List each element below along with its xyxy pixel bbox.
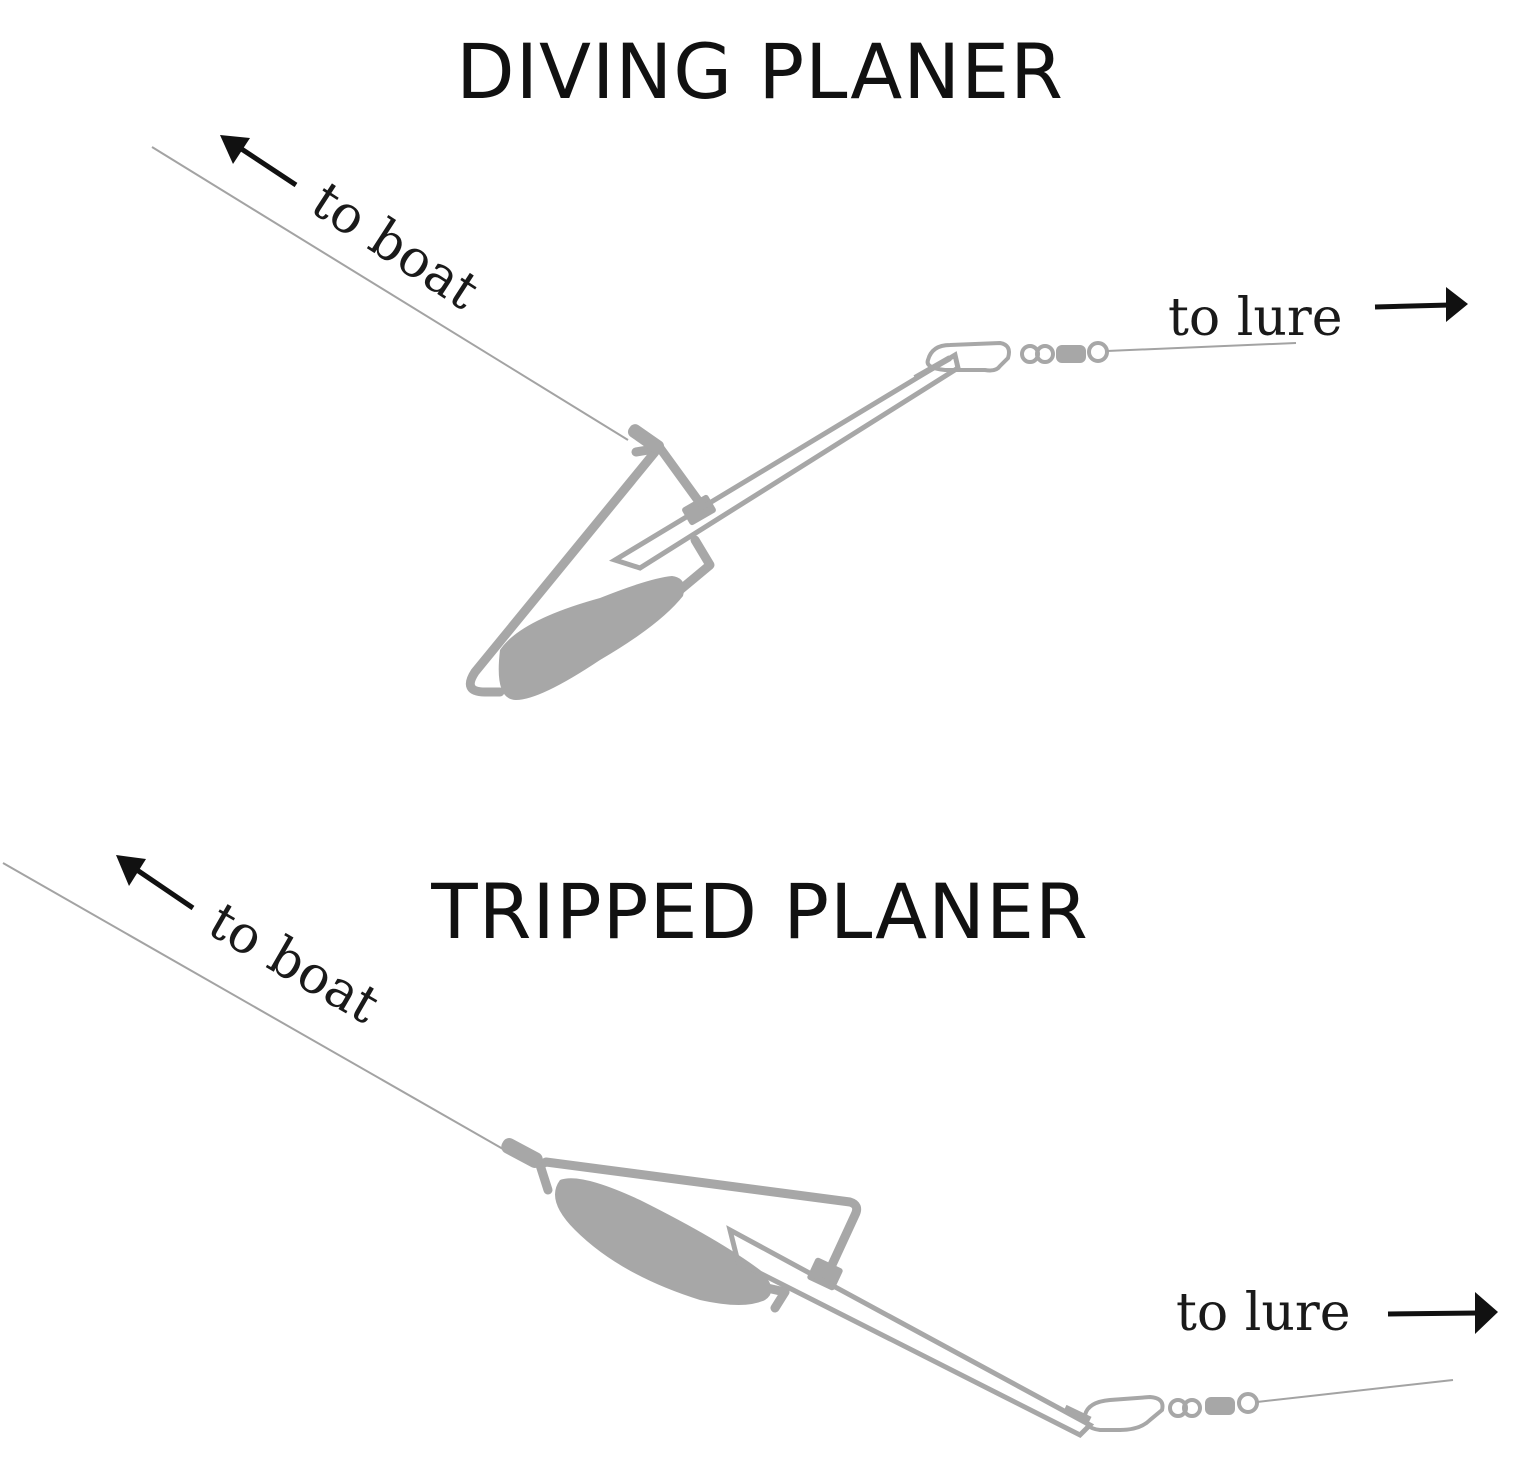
diving-boat-line bbox=[151, 146, 629, 441]
diving-lure-label: to lure bbox=[1168, 288, 1342, 348]
diving-snap-swivel bbox=[925, 340, 1109, 373]
diving-planer-body bbox=[465, 424, 716, 700]
diving-lure-line bbox=[1106, 342, 1297, 352]
tripped-planer-title: TRIPPED PLANER bbox=[430, 867, 1089, 956]
tripped-boat-label: to boat bbox=[199, 891, 389, 1036]
tripped-planer-section: TRIPPED PLANER to boat bbox=[2, 855, 1498, 1439]
tripped-lure-label: to lure bbox=[1176, 1283, 1350, 1343]
tripped-boat-arrow bbox=[116, 855, 195, 911]
tripped-lure-arrow bbox=[1387, 1292, 1498, 1334]
diving-lure-arrow bbox=[1374, 287, 1468, 322]
diving-planer-title: DIVING PLANER bbox=[456, 27, 1064, 116]
diving-boat-arrow bbox=[220, 135, 298, 188]
tripped-lure-line bbox=[1256, 1379, 1454, 1403]
tripped-boat-line bbox=[2, 862, 511, 1154]
diving-boat-label: to boat bbox=[301, 171, 489, 322]
tripped-planer-body bbox=[501, 1138, 862, 1313]
diving-planer-section: DIVING PLANER to boat bbox=[151, 27, 1468, 700]
tripped-release-arm bbox=[726, 1225, 1095, 1439]
tripped-snap-swivel bbox=[1082, 1392, 1259, 1432]
